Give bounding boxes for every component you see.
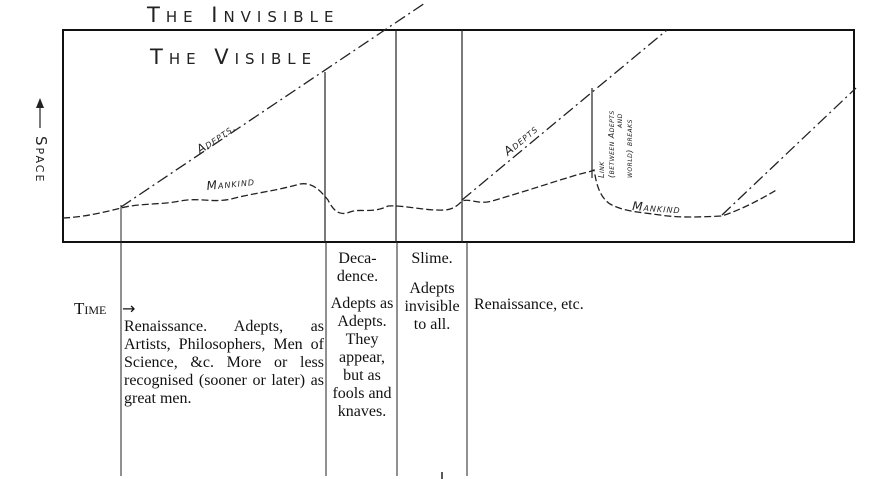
- axis-label-time: Time: [74, 299, 106, 318]
- label-mankind-2: Mankind: [632, 199, 681, 216]
- mankind-curve: [62, 169, 779, 219]
- adepts-line-3: [721, 87, 857, 216]
- col-decadence-body: Adepts as Adepts. They appear, but as fo…: [330, 295, 394, 420]
- label-mankind-1: Mankind: [206, 174, 256, 193]
- link-label-line4: world) breaks: [625, 119, 634, 178]
- space-axis-arrowhead: [36, 98, 44, 108]
- link-label-line2: (between Adepts: [607, 110, 616, 178]
- link-breaks-label: Link (between Adepts and world) breaks: [597, 110, 634, 178]
- col-slime-body: Adepts invisible to all.: [404, 280, 460, 333]
- link-label-line3: and: [615, 113, 624, 129]
- adepts-line-1: [120, 2, 426, 208]
- adepts-line-2: [461, 29, 668, 201]
- col-renaissance-2: Renaissance, etc.: [474, 296, 584, 313]
- col-slime-title: Slime.: [411, 250, 453, 267]
- col-renaissance-1: Renaissance. Adepts, as Artists, Philoso…: [124, 318, 324, 407]
- col-decadence-title: Deca-dence.: [336, 250, 379, 285]
- title-invisible: The Invisible: [146, 3, 339, 27]
- link-label-line1: Link: [597, 161, 606, 178]
- time-arrow: →: [122, 299, 135, 318]
- title-visible: The Visible: [149, 45, 317, 69]
- diagram-frame: [62, 29, 855, 243]
- label-adepts-1: Adepts.: [193, 120, 239, 157]
- axis-label-space: Space: [32, 136, 50, 183]
